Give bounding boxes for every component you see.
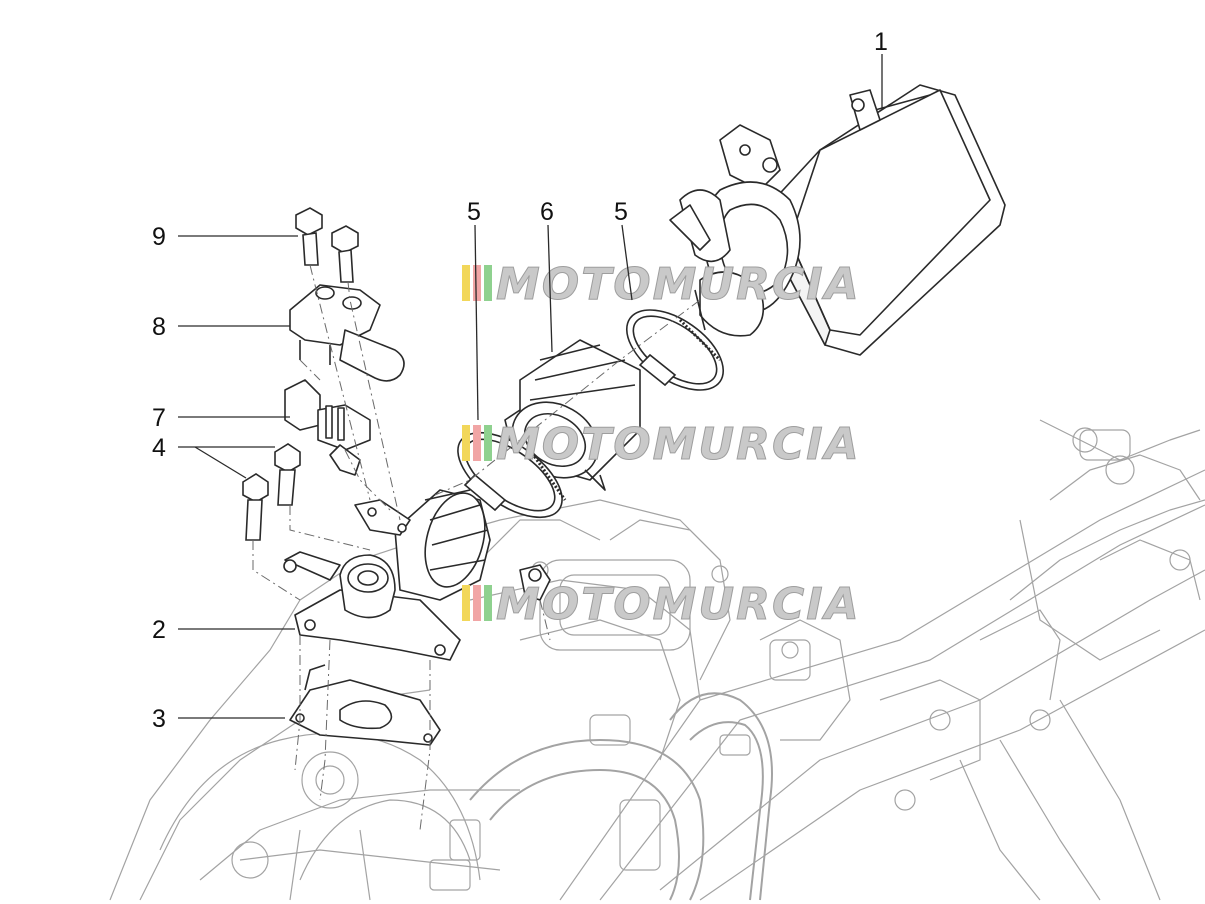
air-filter-housing [669,84,1006,356]
callout-7: 7 [152,404,166,432]
watermark-top: MOTOMURCIA [462,259,861,311]
watermark-stripe [473,425,481,461]
callout-3: 3 [152,705,166,733]
leader-4-b [194,446,247,479]
intake-manifold-rubber [504,339,641,491]
throttle-body [283,489,551,661]
callout-1: 1 [874,28,888,56]
callout-leaders [178,54,883,719]
fuel-injector [284,379,371,476]
engine-frame-background [109,419,1205,901]
callout-2: 2 [152,616,166,644]
throttle-gasket [289,664,441,746]
callout-4: 4 [152,434,166,462]
watermark-stripe [473,585,481,621]
bolts-pair [242,443,301,541]
watermark-stripe [484,425,492,461]
watermark-stripe [484,265,492,301]
watermark-text: MOTOMURCIA [496,579,861,630]
callout-8: 8 [152,313,166,341]
assembly-guide-lines [252,264,701,831]
screws-top [295,207,359,283]
watermark-stripe [473,265,481,301]
leader-6 [547,224,553,353]
watermark-stripe [462,265,470,301]
watermark-text: MOTOMURCIA [496,259,861,310]
watermark-stripe [462,585,470,621]
watermark-middle: MOTOMURCIA [462,419,861,471]
callout-9: 9 [152,223,166,251]
callout-5-right: 5 [614,198,628,226]
watermark-bottom: MOTOMURCIA [462,579,861,631]
hose-clamp-right [625,309,725,391]
watermark-text: MOTOMURCIA [496,419,861,470]
leader-5-left [474,224,479,421]
watermark-stripe [462,425,470,461]
leader-5-right [621,224,633,301]
hose-clamp-left [457,431,567,519]
callout-6: 6 [540,198,554,226]
callout-labels: 1 5 6 5 9 8 7 4 2 3 [152,28,888,733]
injector-holder [289,284,405,382]
callout-5-left: 5 [467,198,481,226]
watermark-stripe [484,585,492,621]
